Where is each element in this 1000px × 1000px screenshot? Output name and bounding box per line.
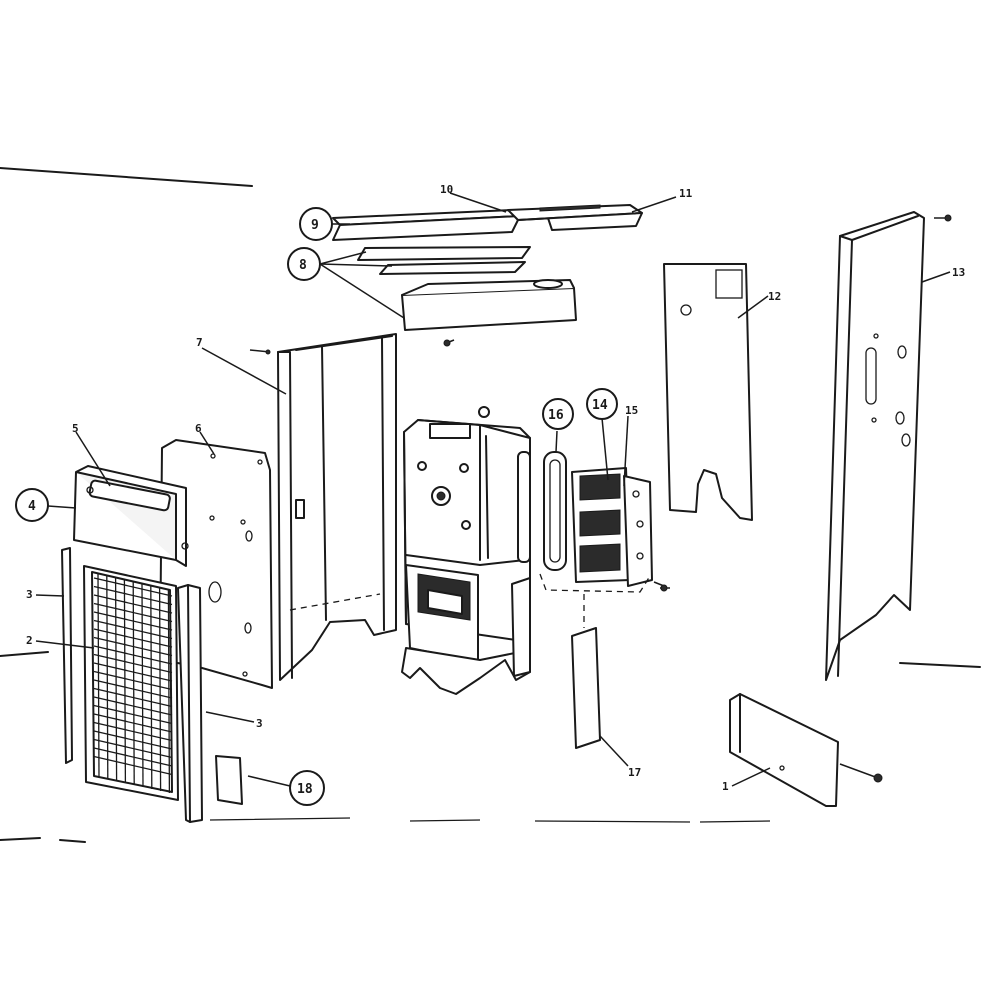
callout-16-circle [542, 398, 574, 430]
part-3-side-strips [61, 547, 203, 823]
callout-4-circle [15, 488, 49, 522]
callout-10: 10 [440, 183, 453, 196]
callout-11: 11 [679, 187, 693, 200]
callout-14: 14 [592, 398, 608, 413]
callout-5: 5 [72, 422, 79, 435]
callout-13: 13 [952, 266, 965, 279]
leader-lines [35, 192, 951, 787]
mesh-line [150, 585, 153, 790]
callout-7: 7 [196, 336, 203, 349]
part-16-gasket [543, 451, 567, 571]
callout-8: 8 [299, 258, 307, 273]
callout-16: 16 [548, 408, 564, 423]
part-17-strip [571, 594, 601, 749]
part-5-top-grille [73, 465, 189, 567]
callout-2: 2 [26, 634, 33, 647]
part-13-side-wall [825, 211, 925, 681]
mesh-line [158, 587, 162, 792]
part-14-15-burner [539, 467, 665, 593]
mesh-line [141, 583, 144, 788]
mesh-pattern [93, 573, 173, 794]
mesh-line [106, 575, 109, 780]
callout-17: 17 [628, 766, 641, 779]
callout-1: 1 [722, 780, 729, 793]
screws [249, 214, 952, 783]
mesh-line [114, 577, 118, 782]
callout-9-circle [299, 207, 333, 241]
mesh-line [93, 755, 173, 776]
part-8-plates [357, 246, 577, 331]
part-10-11-top-strips [332, 204, 643, 241]
callout-3-left: 3 [26, 588, 33, 601]
callout-labels: 10 11 9 8 7 6 5 4 3 2 3 18 16 14 15 17 1… [15, 183, 965, 806]
part-7-back-panel [277, 333, 397, 681]
callout-15: 15 [625, 404, 638, 417]
callout-6: 6 [195, 422, 202, 435]
callout-8-circle [287, 247, 321, 281]
mesh-line [97, 573, 100, 778]
callout-9: 9 [311, 218, 319, 233]
scan-edge-lines [0, 167, 981, 843]
callout-3-right: 3 [256, 717, 263, 730]
mesh-line [93, 747, 173, 767]
callout-14-circle [586, 388, 618, 420]
part-2-mesh-grille [83, 565, 179, 801]
callout-4: 4 [28, 499, 36, 514]
part-18-plate [215, 755, 243, 805]
part-12-rear-plate [663, 263, 753, 521]
mesh-line [167, 589, 171, 794]
mesh-line [123, 579, 127, 784]
mesh-line [132, 581, 135, 786]
center-heater-body [401, 406, 531, 695]
part-1-bottom-panel [729, 693, 839, 807]
callout-18-circle [289, 770, 325, 806]
callout-12: 12 [768, 290, 781, 303]
callout-18: 18 [297, 782, 313, 797]
